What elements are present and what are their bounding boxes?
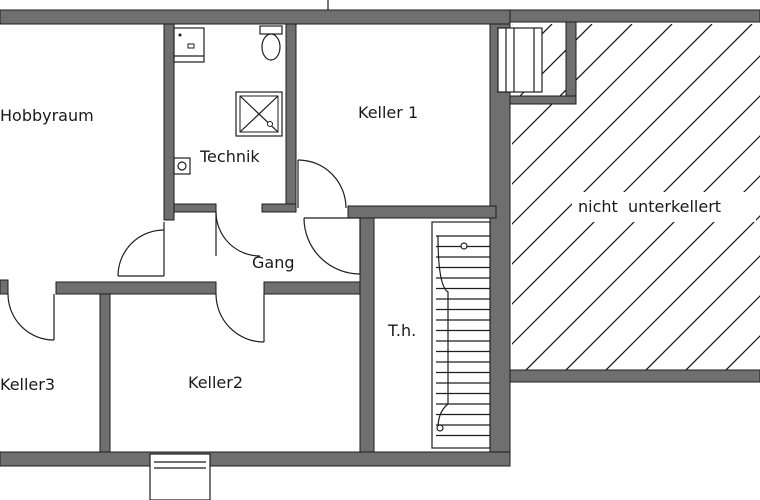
room-label-keller1: Keller 1: [358, 103, 418, 122]
room-label-keller3: Keller3: [0, 375, 55, 394]
door-hobbyraum: [117, 222, 165, 277]
door-treppenhaus: [303, 217, 361, 275]
hatch-label-mask: [572, 192, 756, 222]
hatch-line: [605, 215, 760, 370]
hatch-line: [512, 24, 713, 225]
shower-tray-icon: [235, 91, 283, 137]
room-label-technik: Technik: [199, 147, 260, 166]
floor-drain-icon: [173, 157, 191, 175]
window-keller1: [497, 27, 543, 93]
toilet-icon: [259, 25, 283, 61]
hatch-line: [512, 24, 673, 185]
staircase: [431, 221, 491, 449]
outer-walls: [0, 0, 760, 467]
hatch-line: [685, 295, 760, 370]
room-label-gang: Gang: [252, 253, 295, 272]
room-label-hobbyraum: Hobbyraum: [0, 106, 94, 125]
hatch-line: [645, 255, 760, 370]
door-keller2: [215, 293, 265, 343]
room-label-nicht-unterkellert: nicht unterkellert: [578, 197, 721, 216]
room-label-keller2: Keller2: [188, 373, 243, 392]
utility-box: [173, 27, 205, 63]
interior-walls: [0, 23, 497, 453]
room-label-treppenhaus: T.h.: [387, 321, 416, 340]
window-keller2: [149, 453, 211, 500]
hatch-line: [512, 24, 513, 25]
door-keller3: [7, 293, 55, 341]
door-technik: [215, 211, 261, 257]
door-keller1: [297, 159, 347, 209]
